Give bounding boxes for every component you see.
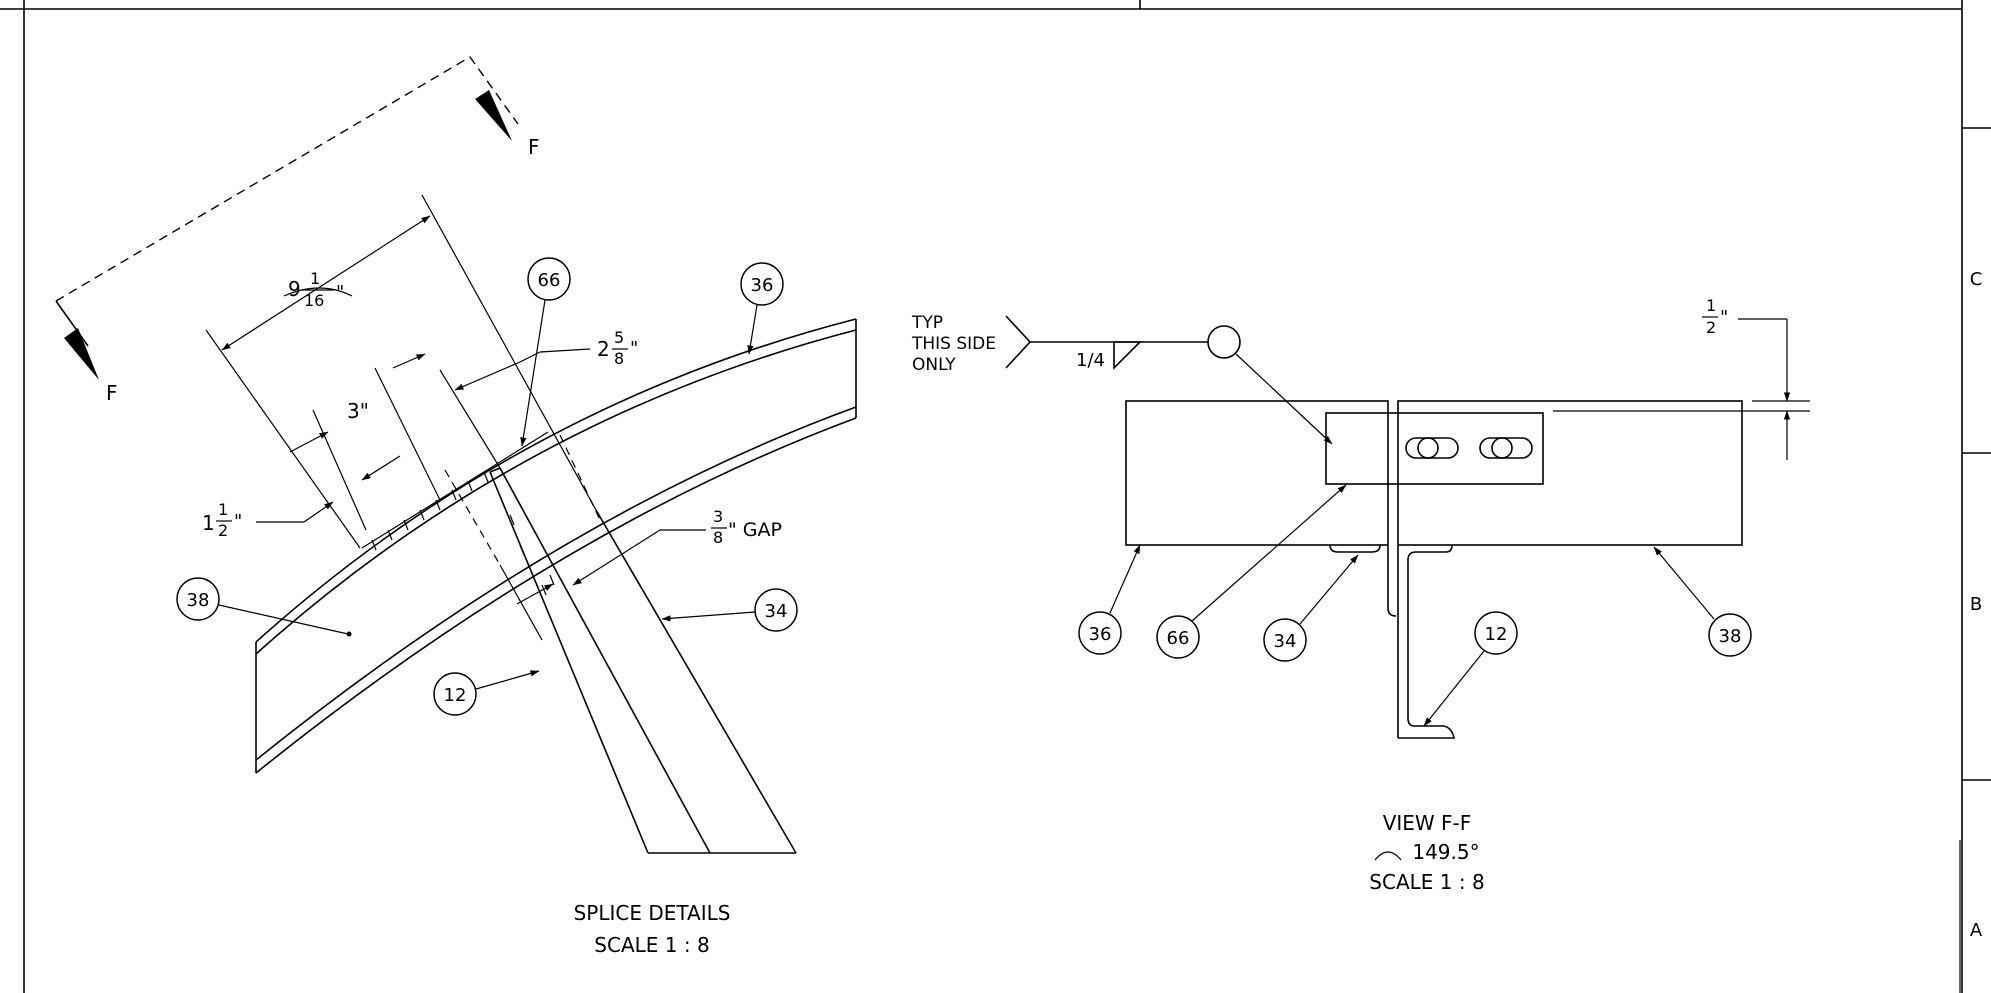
balloon-36-left <box>740 262 784 306</box>
balloon-38-left <box>176 577 220 621</box>
balloon-66-left-label: 66 <box>538 270 561 291</box>
zone-label-c: C <box>1970 269 1983 290</box>
dim-edge-unit: " <box>234 511 242 532</box>
gap-num: 3 <box>713 507 723 526</box>
gap-text: " GAP <box>728 519 782 541</box>
dim-overall-num: 1 <box>310 269 320 288</box>
balloon-36-right-label: 36 <box>1089 624 1112 645</box>
extension-lines <box>205 194 597 549</box>
dim-spacing-num: 5 <box>614 328 624 347</box>
splice-plate-66 <box>1325 412 1544 485</box>
slot-hole-2 <box>1479 437 1533 459</box>
fillet-weld-symbol <box>1113 341 1142 370</box>
balloon-66-left <box>527 257 571 301</box>
slot-hole-1 <box>1405 437 1459 459</box>
plate-36 <box>1125 400 1389 546</box>
view-ff-dim-num: 1 <box>1706 296 1716 315</box>
balloon-36-left-label: 36 <box>751 275 774 296</box>
weld-all-around-circle <box>1207 325 1241 359</box>
balloon-66-right-label: 66 <box>1167 628 1190 649</box>
splice-details-scale: SCALE 1 : 8 <box>594 933 709 957</box>
splice-detail-view: F F <box>55 56 857 957</box>
weld-ticks <box>361 431 555 596</box>
section-label-bottom: F <box>106 381 118 405</box>
weld-size: 1/4 <box>1076 350 1105 371</box>
zone-label-a: A <box>1970 920 1983 941</box>
dim-edge-whole: 1 <box>202 511 215 535</box>
balloon-34-left-label: 34 <box>765 601 788 622</box>
balloon-36-right <box>1078 611 1122 655</box>
view-ff-dim-unit: " <box>1720 307 1728 328</box>
balloon-38-left-label: 38 <box>187 590 210 611</box>
balloon-12-left <box>433 672 477 716</box>
weld-tail <box>1005 315 1032 369</box>
weld-note-line1: TYP <box>911 313 943 333</box>
plate-38 <box>1397 400 1743 546</box>
balloon-66-right <box>1156 615 1200 659</box>
dim-edge-num: 1 <box>218 500 228 519</box>
gap-den: 8 <box>713 528 723 547</box>
balloon-12-right <box>1474 611 1518 655</box>
view-ff-rotation: 149.5° <box>1412 840 1479 864</box>
balloon-38-right-label: 38 <box>1719 626 1742 647</box>
view-ff: TYP THIS SIDE ONLY 1/4 1 <box>911 296 1810 894</box>
balloon-12-right-label: 12 <box>1485 624 1508 645</box>
balloon-12-left-label: 12 <box>444 685 467 706</box>
splice-details-title: SPLICE DETAILS <box>574 901 731 925</box>
rotation-icon <box>1374 851 1402 861</box>
section-arrow-bottom <box>64 328 99 380</box>
view-ff-title: VIEW F-F <box>1383 811 1472 835</box>
dim-spacing-den: 8 <box>614 349 624 368</box>
balloon-34-left <box>754 588 798 632</box>
dim-spacing-whole: 2 <box>597 337 610 361</box>
zone-label-b: B <box>1970 594 1982 615</box>
curved-plate-36-38 <box>255 318 857 774</box>
weld-note-line3: ONLY <box>912 355 956 375</box>
dim-overall-unit: " <box>336 282 344 303</box>
section-label-top: F <box>528 135 540 159</box>
dim-overall-den: 16 <box>304 291 324 310</box>
dim-overall-whole: 9 <box>288 277 301 301</box>
balloon-34-right <box>1263 618 1307 662</box>
weld-note-line2: THIS SIDE <box>911 334 996 354</box>
dim-edge-den: 2 <box>218 521 228 540</box>
section-cut-line <box>55 56 519 302</box>
channel-section <box>1329 544 1455 739</box>
view-ff-dim-den: 2 <box>1706 318 1716 337</box>
balloon-34-right-label: 34 <box>1274 631 1297 652</box>
angled-channel-12-34 <box>444 434 797 854</box>
dim-spacing-unit: " <box>630 338 638 359</box>
dim-3-label: 3" <box>347 399 369 423</box>
balloon-38-right <box>1708 613 1752 657</box>
section-arrow-top <box>475 90 512 141</box>
view-ff-scale: SCALE 1 : 8 <box>1369 870 1484 894</box>
